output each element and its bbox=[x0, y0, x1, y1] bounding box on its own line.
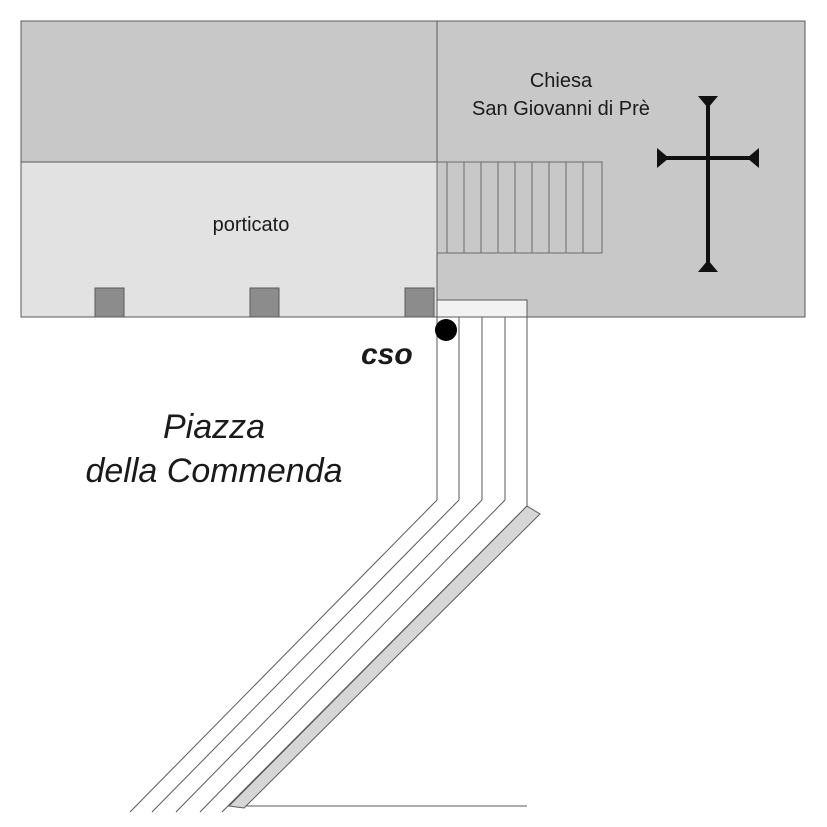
marker-label: cso bbox=[361, 338, 413, 371]
portico-label: porticato bbox=[213, 214, 290, 236]
church-label-line2: San Giovanni di Prè bbox=[472, 98, 650, 120]
portico-area bbox=[20, 161, 438, 318]
ramp-shade bbox=[227, 505, 541, 809]
street-path bbox=[129, 317, 528, 813]
building-upper-left bbox=[20, 20, 438, 163]
piazza-label-line1: Piazza bbox=[163, 408, 265, 446]
church-label-line1: Chiesa bbox=[530, 70, 593, 92]
pillar bbox=[94, 287, 125, 318]
church-stairs bbox=[436, 161, 603, 254]
cross-icon bbox=[657, 96, 759, 272]
point-marker-icon bbox=[435, 319, 457, 341]
entrance-threshold bbox=[436, 299, 528, 318]
pillar bbox=[249, 287, 280, 318]
pillar bbox=[404, 287, 435, 318]
church-building bbox=[436, 20, 806, 318]
piazza-label-line2: della Commenda bbox=[85, 452, 342, 490]
